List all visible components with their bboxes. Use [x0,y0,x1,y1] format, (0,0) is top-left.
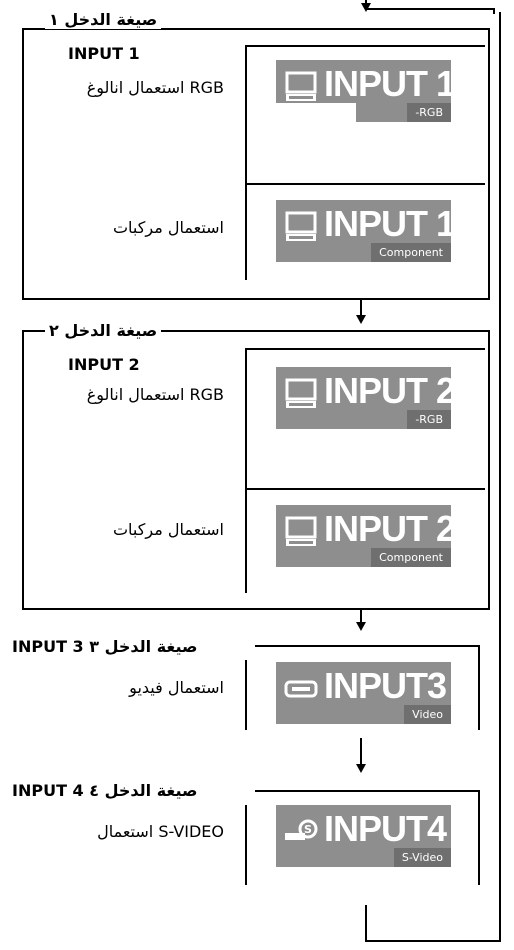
computer-icon [285,516,317,546]
group-box-border [22,28,488,30]
item-box-border [245,45,247,280]
group2-component-desc: استعمال مركبات [112,520,224,539]
item-box-border [245,183,485,185]
item-box-border [245,45,485,47]
flow-line [360,738,362,766]
arrow-down-icon [356,622,366,631]
group-box-border [22,298,490,300]
badge-label: INPUT 1 [324,63,456,104]
badge-label: INPUT 1 [324,203,456,244]
input2-rgb-badge: INPUT 2 -RGB [276,367,456,429]
group4-header: INPUT 4 صيغة الدخل ٤ [8,782,202,800]
badge-sub-label: S-Video [393,848,451,867]
badge-label: INPUT4 [324,808,447,849]
computer-icon [285,211,317,241]
badge-label: INPUT3 [324,665,447,706]
group1-model: INPUT 1 [68,44,140,63]
s-video-icon: S [285,819,318,840]
badge-label: INPUT 2 [324,508,456,549]
arrow-down-icon [361,3,371,12]
group2-rgb-desc: استعمال انالوغ RGB [86,385,224,404]
group-line [245,660,247,730]
group2-header: صيغة الدخل ٢ [45,322,162,340]
input1-rgb-badge: INPUT 1 -RGB [276,60,456,122]
video-icon [284,680,318,698]
input2-component-badge: INPUT 2 Component [276,505,456,567]
item-box-border [245,348,485,350]
badge-label: INPUT 2 [324,370,456,411]
group-line [478,790,480,885]
group-box-border [22,608,490,610]
flow-line [360,300,362,318]
group2-model: INPUT 2 [68,355,140,374]
flow-line [360,610,362,626]
arrow-down-icon [356,764,366,773]
group-box-border [488,330,490,610]
computer-icon [285,378,317,408]
group-box-border [22,330,24,610]
badge-sub-label: Video [404,705,451,724]
badge-sub-label: -RGB [407,410,451,429]
group-box-border [22,330,488,332]
group-box-border [22,28,24,300]
return-line [365,905,367,942]
group-line [255,790,480,792]
badge-blank [276,103,356,122]
group3-header: INPUT 3 صيغة الدخل ٣ [8,638,202,656]
return-line [365,940,501,942]
group1-header: صيغة الدخل ١ [45,11,162,29]
input4-svideo-badge: S INPUT4 S-Video [276,805,451,867]
group4-svideo-desc: استعمال S-VIDEO [97,822,224,841]
svg-text:S: S [304,823,312,836]
computer-icon [285,71,317,101]
group-line [245,805,247,885]
group1-component-desc: استعمال مركبات [112,218,224,237]
badge-sub-label: Component [371,548,451,567]
item-box-border [245,348,247,593]
arrow-down-icon [356,315,366,324]
group-line [255,645,480,647]
group-box-border [488,28,490,300]
item-box-border [245,488,485,490]
group-line [478,645,480,730]
input3-video-badge: INPUT3 Video [276,662,451,724]
flow-line [493,8,495,14]
group3-video-desc: استعمال فيديو [129,678,224,697]
return-line [499,12,501,942]
input1-component-badge: INPUT 1 Component [276,200,456,262]
flow-line [365,8,495,10]
group1-rgb-desc: استعمال انالوغ RGB [86,78,224,97]
badge-sub-label: -RGB [407,103,451,122]
badge-sub-label: Component [371,243,451,262]
